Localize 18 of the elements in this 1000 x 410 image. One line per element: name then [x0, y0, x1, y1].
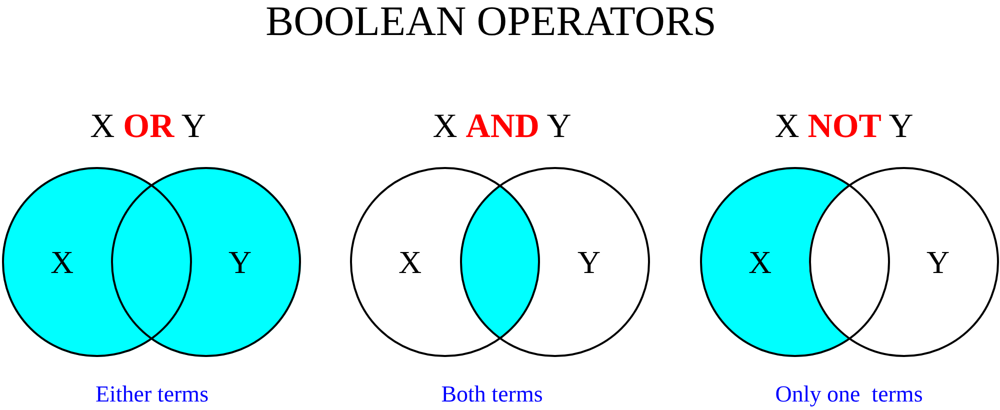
set-label: Y — [577, 246, 601, 278]
set-label: Y — [228, 246, 252, 278]
caption-text: Either terms — [95, 382, 209, 406]
operator-heading: X OR Y — [90, 110, 206, 144]
operator-heading: X AND Y — [432, 110, 572, 144]
venn-set — [111, 167, 301, 357]
operator-heading: X NOT Y — [774, 110, 914, 144]
set-label: X — [398, 246, 422, 278]
title: BOOLEAN OPERATORS — [266, 1, 716, 43]
venn-set — [350, 167, 540, 357]
set-label: Y — [926, 246, 950, 278]
venn-set — [700, 167, 890, 357]
venn-set — [809, 167, 999, 357]
venn-set — [460, 167, 650, 357]
set-label: X — [748, 246, 772, 278]
caption-text: Only one terms — [775, 382, 923, 406]
caption-text: Both terms — [441, 382, 543, 406]
set-label: X — [50, 246, 74, 278]
